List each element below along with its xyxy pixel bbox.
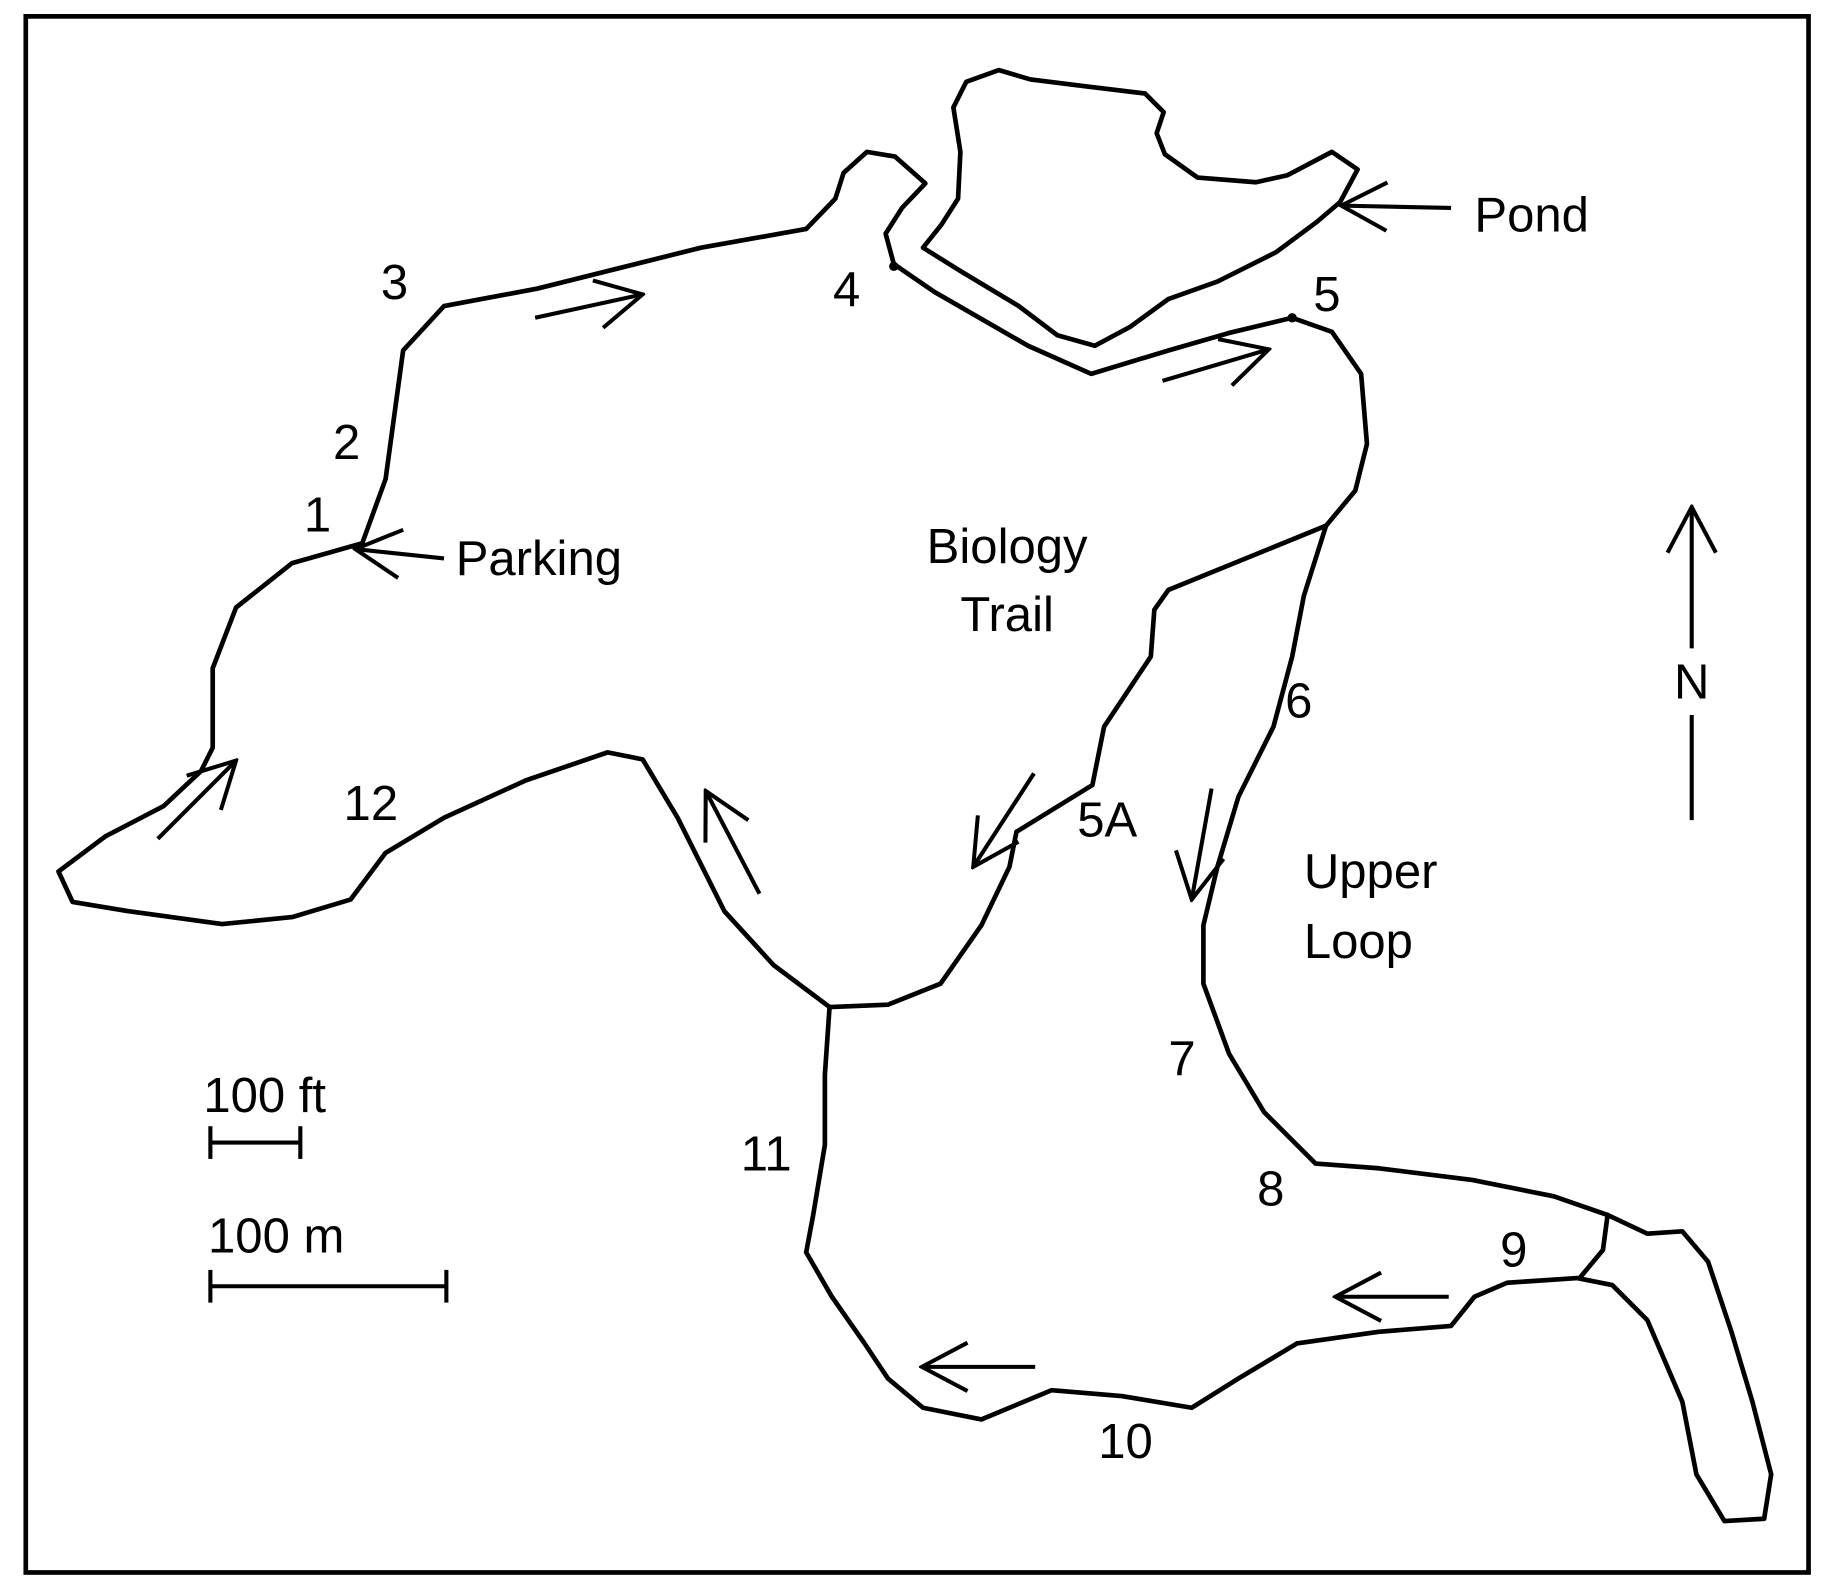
scale-bar-meters: 100 m bbox=[208, 1209, 449, 1303]
arrow-icon bbox=[156, 761, 236, 841]
upper-loop-path bbox=[803, 523, 1774, 1524]
stop-9-label: 9 bbox=[1500, 1223, 1527, 1277]
stop-7-label: 7 bbox=[1168, 1032, 1195, 1086]
stop-5-marker bbox=[1287, 313, 1297, 323]
arrow-icon bbox=[1161, 349, 1269, 381]
arrow-icon bbox=[706, 791, 762, 895]
parking-pointer-arrow-icon bbox=[355, 549, 445, 558]
stop-3-label: 3 bbox=[381, 256, 408, 310]
arrow-icon bbox=[973, 772, 1036, 866]
pond-label: Pond bbox=[1474, 188, 1589, 242]
map-border bbox=[23, 14, 1811, 1575]
north-arrow: N bbox=[1674, 507, 1709, 821]
stop-4-marker bbox=[889, 261, 899, 272]
stop-5a-label: 5A bbox=[1077, 793, 1137, 847]
upper-loop-crossover bbox=[1577, 1212, 1610, 1281]
direction-arrows bbox=[156, 206, 1452, 1367]
stop-4-label: 4 bbox=[833, 263, 860, 317]
biology-trail-path bbox=[56, 149, 1370, 1010]
scale-feet-label: 100 ft bbox=[203, 1069, 326, 1123]
stop-5-label: 5 bbox=[1313, 268, 1340, 322]
stop-10-label: 10 bbox=[1098, 1415, 1153, 1469]
north-label: N bbox=[1674, 656, 1709, 710]
scale-meters-label: 100 m bbox=[208, 1209, 344, 1263]
parking-label: Parking bbox=[456, 532, 622, 586]
pond-pointer-arrow-icon bbox=[1341, 206, 1452, 208]
arrow-icon bbox=[534, 294, 642, 317]
stop-11-label: 11 bbox=[741, 1128, 792, 1182]
stop-6-label: 6 bbox=[1285, 674, 1312, 728]
stop-2-label: 2 bbox=[333, 416, 360, 470]
arrow-icon bbox=[1192, 788, 1212, 900]
stop-8-label: 8 bbox=[1257, 1163, 1284, 1217]
stop-12-label: 12 bbox=[344, 777, 399, 831]
scale-bar-feet: 100 ft bbox=[203, 1069, 326, 1159]
stop-1-label: 1 bbox=[304, 489, 331, 543]
pond-outline bbox=[920, 67, 1360, 349]
